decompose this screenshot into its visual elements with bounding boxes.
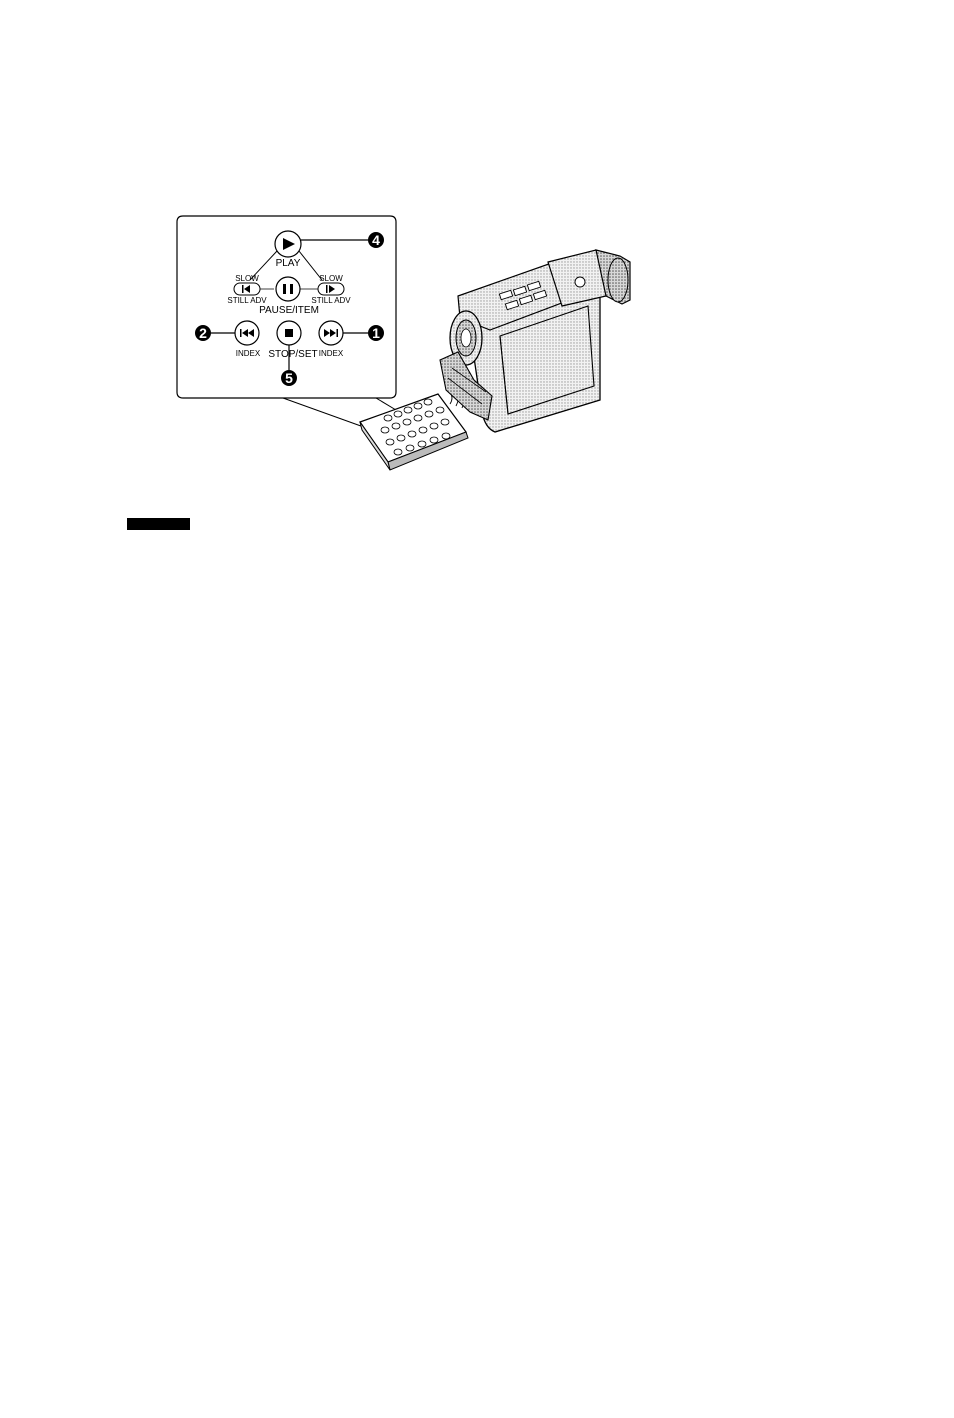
still-adv-right-label: STILL ADV [311, 296, 351, 305]
still-adv-left-label: STILL ADV [227, 296, 267, 305]
callout-number-stop: 5 [285, 370, 293, 386]
note-heading-bar [127, 518, 190, 530]
slow-left-label: SLOW [235, 274, 259, 283]
pause-label: PAUSE/ITEM [259, 305, 319, 316]
stop-icon [285, 329, 293, 337]
remote-control-illustration [360, 394, 468, 470]
zoom-line-left [283, 398, 372, 430]
callout-number-skip-back: 2 [199, 325, 207, 341]
slow-right-label: SLOW [319, 274, 343, 283]
zoom-line-right [376, 398, 396, 410]
camcorder-illustration [440, 250, 630, 432]
pause-button[interactable] [276, 277, 300, 301]
stop-label: STOP/SET [268, 349, 317, 360]
play-label: PLAY [276, 258, 301, 269]
index-left-label: INDEX [236, 349, 261, 358]
index-right-label: INDEX [319, 349, 344, 358]
callout-number-skip-forward: 1 [372, 325, 380, 341]
remote-button-panel: 4 PLAY SLOW STILL ADV PAUSE/ITEM SLOW ST… [177, 216, 396, 430]
callout-number-play: 4 [372, 232, 380, 248]
